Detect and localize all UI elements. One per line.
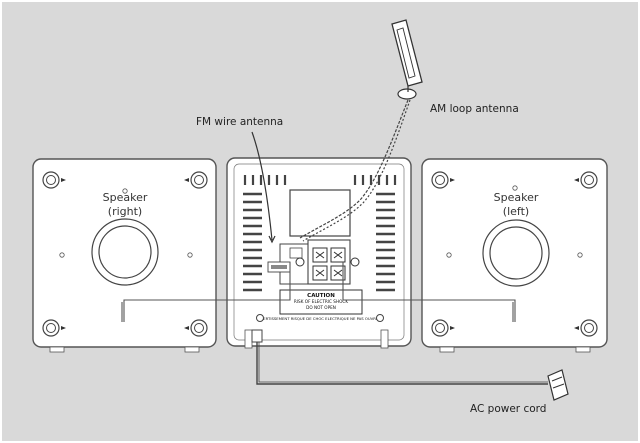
screw-icon — [431, 319, 449, 337]
antenna-terminal-block — [267, 243, 311, 285]
caution-plate: CAUTION RISK OF ELECTRIC SHOCK DO NOT OP… — [279, 289, 363, 315]
caution-title: CAUTION — [307, 293, 335, 299]
vent-slots-right — [376, 192, 395, 292]
am-loop-antenna — [299, 19, 423, 242]
speaker-right-label-line2: (right) — [108, 205, 142, 218]
plug-icon — [547, 369, 569, 401]
screw-icon — [190, 171, 208, 189]
am-antenna-label: AM loop antenna — [430, 103, 519, 115]
caution-line3: DO NOT OPEN — [306, 305, 336, 310]
screw-icon — [42, 171, 60, 189]
screw-icon — [580, 319, 598, 337]
fm-wire-antenna — [251, 131, 276, 244]
speaker-driver — [482, 219, 550, 287]
speaker-right: Speaker (right) — [32, 158, 217, 353]
caution-french: AVERTISSEMENT RISQUE DE CHOC ELECTRIQUE … — [258, 316, 380, 321]
caution-line2: RISK OF ELECTRIC SHOCK — [294, 299, 348, 304]
screw-icon — [190, 319, 208, 337]
screw-icon — [431, 171, 449, 189]
speaker-wires — [121, 262, 516, 322]
screw-icon — [580, 171, 598, 189]
speaker-left-label-line2: (left) — [503, 205, 529, 218]
loop-antenna-icon — [391, 19, 423, 100]
vent-slots-top — [243, 175, 397, 185]
ac-power-cord-label: AC power cord — [470, 403, 546, 415]
speaker-driver — [91, 218, 159, 286]
rating-label-plate — [289, 189, 351, 237]
screw-icon — [42, 319, 60, 337]
ac-inlet — [251, 329, 263, 343]
fm-antenna-label: FM wire antenna — [196, 116, 283, 128]
speaker-left-label-line1: Speaker — [494, 191, 539, 204]
vent-slots-left — [243, 192, 262, 292]
speaker-left: Speaker (left) — [421, 158, 608, 353]
speaker-right-label-line1: Speaker — [103, 191, 148, 204]
main-unit: CAUTION RISK OF ELECTRIC SHOCK DO NOT OP… — [226, 157, 412, 349]
ac-power-cord — [256, 342, 569, 401]
